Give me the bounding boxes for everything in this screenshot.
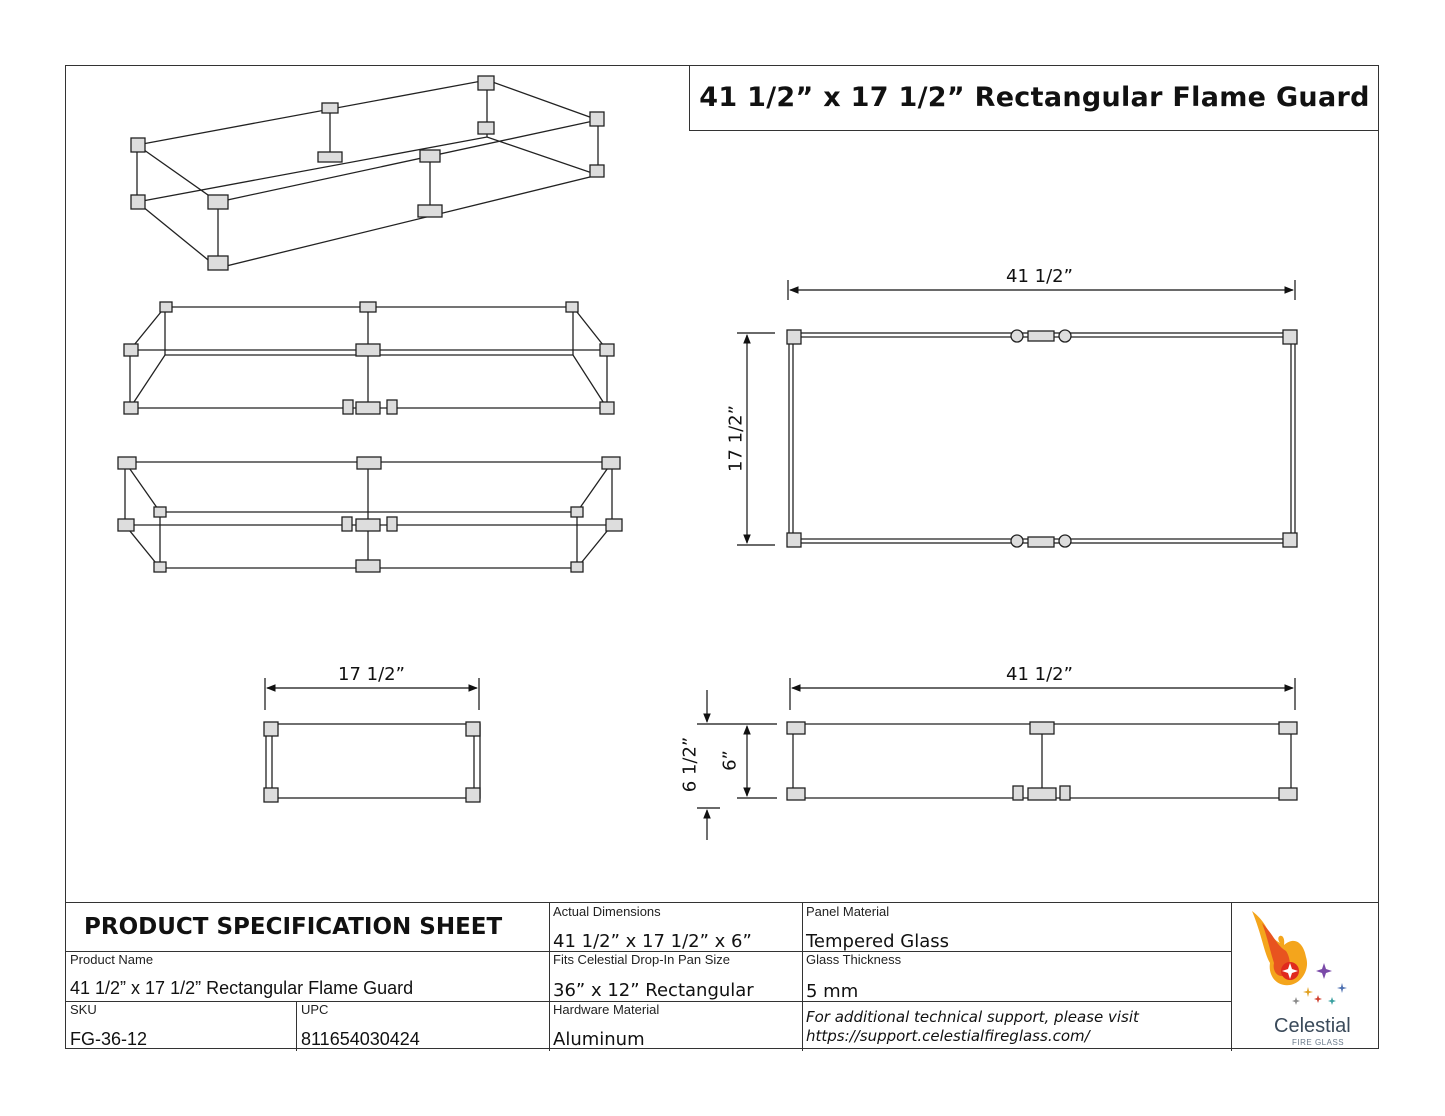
product-name-label: Product Name (70, 952, 154, 967)
glass-thickness-value: 5 mm (806, 981, 859, 1002)
panel-material-label: Panel Material (806, 904, 890, 919)
page-title: 41 1/2” x 17 1/2” Rectangular Flame Guar… (699, 82, 1370, 113)
panel-material-value: Tempered Glass (806, 931, 950, 952)
pan-size-label: Fits Celestial Drop-In Pan Size (553, 952, 731, 967)
support-link[interactable]: https://support.celestialfireglass.com/ (806, 1027, 1090, 1045)
dim-top-width: 17 1/2” (725, 405, 747, 472)
dim-side-width: 17 1/2” (338, 664, 405, 685)
side-view (263, 721, 481, 803)
upc-value: 811654030424 (301, 1029, 420, 1049)
actual-dimensions-value: 41 1/2” x 17 1/2” x 6” (553, 931, 752, 952)
top-view (786, 329, 1298, 548)
logo-subtitle: FIRE GLASS (1292, 1038, 1345, 1047)
dim-glass-height: 6” (719, 750, 741, 771)
pan-size-value: 36” x 12” Rectangular (553, 980, 754, 1001)
sku-value: FG-36-12 (70, 1029, 148, 1049)
product-name-value: 41 1/2” x 17 1/2” Rectangular Flame Guar… (70, 978, 414, 998)
glass-thickness-label: Glass Thickness (806, 952, 902, 967)
front-view (786, 721, 1298, 801)
dim-top-length: 41 1/2” (1006, 266, 1073, 287)
actual-dimensions-label: Actual Dimensions (553, 904, 661, 919)
upc-label: UPC (301, 1002, 329, 1017)
perspective-view-2 (117, 456, 623, 573)
sku-label: SKU (70, 1002, 97, 1017)
support-text: For additional technical support, please… (806, 1008, 1139, 1026)
dim-front-length: 41 1/2” (1006, 664, 1073, 685)
hardware-label: Hardware Material (553, 1002, 660, 1017)
perspective-view-1 (123, 301, 615, 415)
title-box: 41 1/2” x 17 1/2” Rectangular Flame Guar… (689, 65, 1379, 131)
spec-table: PRODUCT SPECIFICATION SHEET Product Name… (65, 902, 1379, 1051)
logo-name: Celestial (1274, 1015, 1351, 1037)
hardware-value: Aluminum (553, 1029, 645, 1050)
flame-star-logo-icon (1252, 911, 1347, 1005)
sheet-border (65, 65, 1379, 1049)
spec-heading: PRODUCT SPECIFICATION SHEET (84, 914, 503, 940)
isometric-view (130, 75, 605, 271)
dim-total-height: 6 1/2” (679, 736, 701, 793)
